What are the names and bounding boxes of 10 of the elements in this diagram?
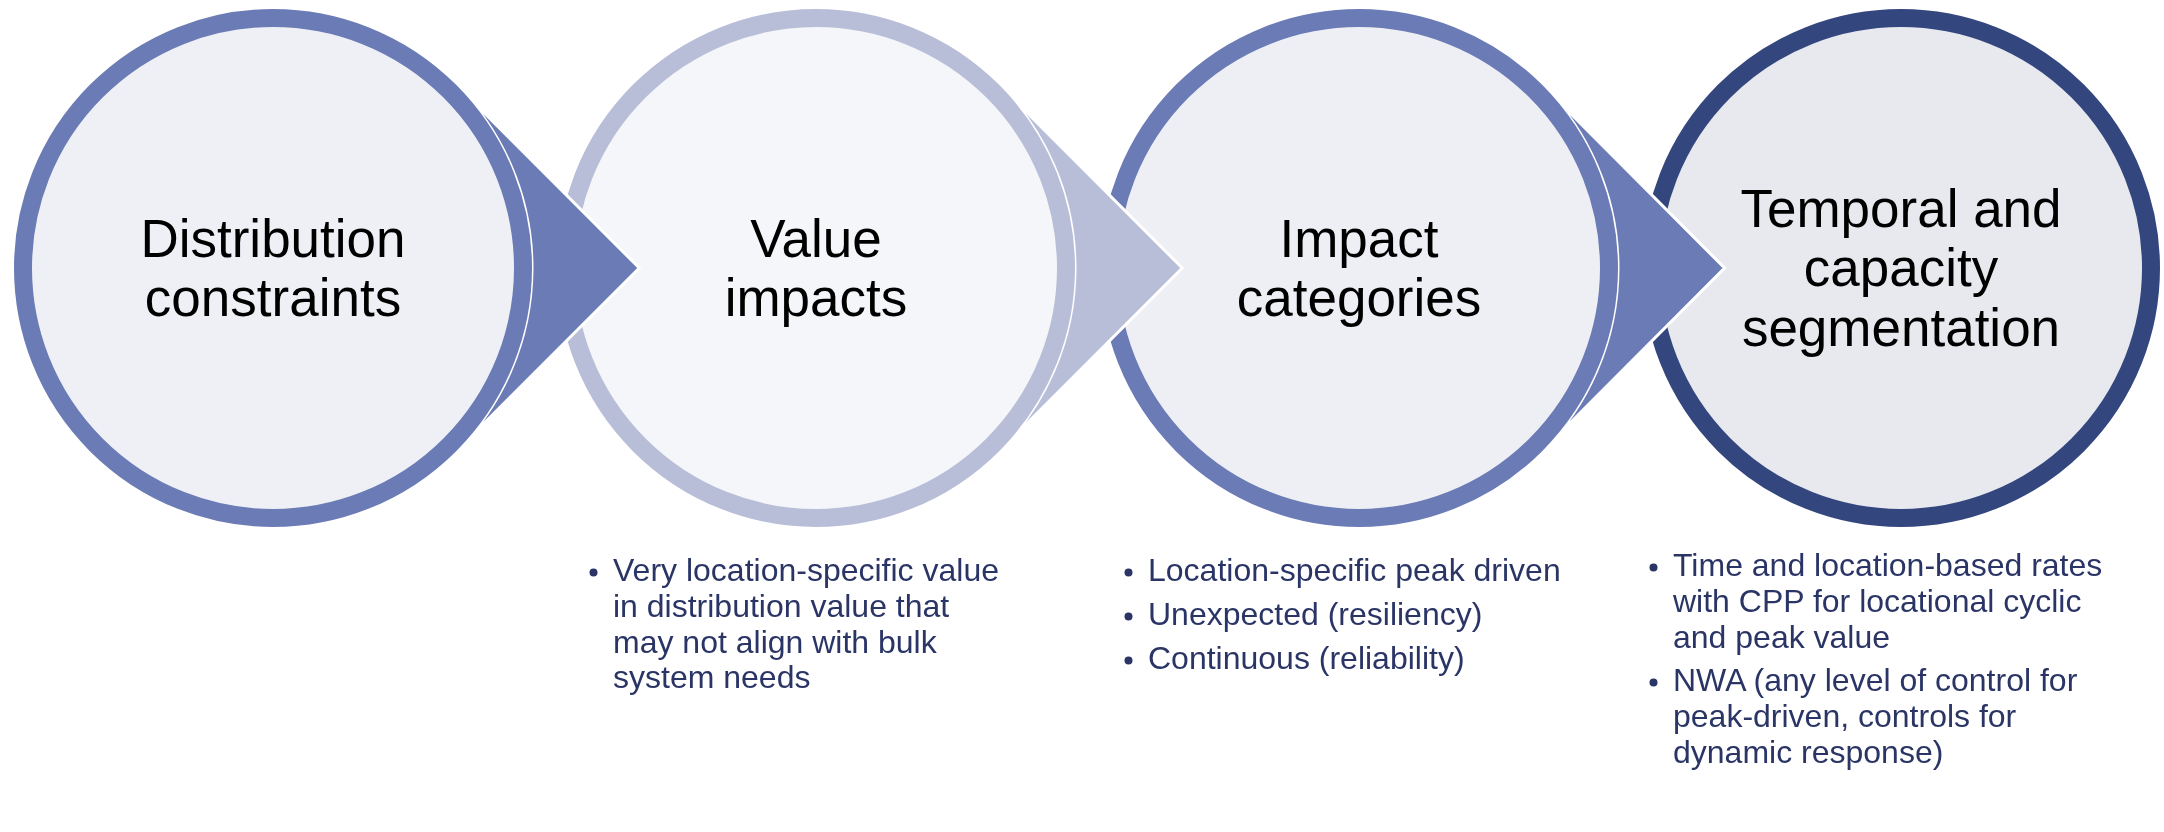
step-title: Distribution constraints [139, 208, 407, 328]
step-title: Impact categories [1235, 208, 1483, 328]
bullet-item: Unexpected (resiliency) [1148, 596, 1484, 633]
bullet-item: Location-specific peak driven [1148, 553, 1562, 589]
bullet-item: Continuous (reliability) [1148, 640, 1466, 677]
bullet-item: Very location-specific value in distribution value that may not align with bulk system needs [613, 553, 1000, 697]
bullet-item: NWA (any level of control for peak-driven, controls for dynamic response) [1673, 663, 2079, 771]
step-title: Value impacts [723, 208, 909, 328]
step-title: Temporal and capacity segmentation [1739, 178, 2063, 358]
bullet-item: Time and location-based rates with CPP for locational cyclic and peak value [1673, 548, 2104, 656]
